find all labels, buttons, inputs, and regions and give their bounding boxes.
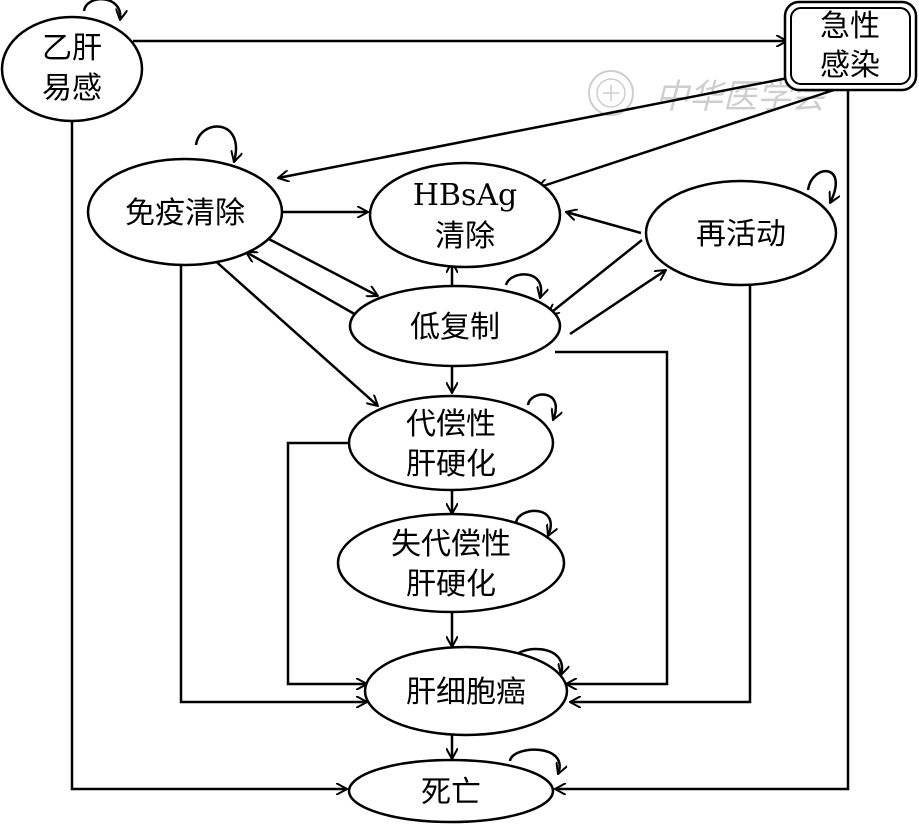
edge-reactivation-to-hbsag bbox=[566, 212, 642, 235]
node-acute-infection: 急性 感染 bbox=[783, 0, 918, 92]
node-low-replication-label: 低复制 bbox=[410, 310, 500, 345]
edge-reactivation-to-lowrep bbox=[548, 239, 643, 315]
node-decompensated-cirrhosis-line1: 失代偿性 bbox=[391, 527, 511, 562]
node-acute-infection-line2: 感染 bbox=[820, 48, 880, 83]
edge-immune-to-hcc bbox=[179, 265, 367, 702]
seal-icon bbox=[588, 70, 634, 116]
node-immune-clearance-label: 免疫清除 bbox=[125, 196, 245, 231]
node-hbv-susceptible: 乙肝 易感 bbox=[0, 15, 144, 123]
edge-acute-to-death bbox=[555, 88, 850, 789]
node-decompensated-cirrhosis: 失代偿性 肝硬化 bbox=[336, 512, 566, 614]
node-reactivation-label: 再活动 bbox=[696, 217, 786, 252]
edge-acute-to-immune bbox=[278, 76, 789, 178]
node-hbsag-clearance: HBsAg 清除 bbox=[368, 161, 562, 269]
edge-reactivation-to-hcc bbox=[570, 285, 752, 702]
edges bbox=[70, 41, 850, 789]
node-hbsag-clearance-line1: HBsAg bbox=[413, 178, 517, 213]
node-compensated-cirrhosis-line1: 代偿性 bbox=[406, 407, 496, 442]
self-loops bbox=[82, 0, 836, 774]
self-loop-immune bbox=[194, 125, 236, 162]
node-compensated-cirrhosis: 代偿性 肝硬化 bbox=[347, 394, 555, 492]
self-loop-death bbox=[508, 748, 560, 774]
self-loop-decompensated bbox=[514, 509, 551, 536]
self-loop-susceptible bbox=[82, 0, 120, 20]
self-loop-lowrep bbox=[504, 273, 541, 298]
edge-lowrep-to-hcc bbox=[555, 350, 669, 684]
edge-lowrep-to-reactivation bbox=[569, 270, 666, 336]
node-acute-infection-line1: 急性 bbox=[820, 9, 880, 44]
edge-immune-to-lowrep bbox=[264, 235, 378, 296]
node-death: 死亡 bbox=[347, 758, 555, 824]
node-hbv-susceptible-line1: 乙肝 bbox=[42, 31, 102, 66]
node-reactivation: 再活动 bbox=[644, 179, 838, 287]
node-hcc: 肝细胞癌 bbox=[363, 645, 569, 737]
node-hbv-susceptible-line2: 易感 bbox=[42, 71, 102, 106]
node-hcc-label: 肝细胞癌 bbox=[406, 675, 526, 710]
node-death-label: 死亡 bbox=[421, 775, 481, 810]
edge-compensated-to-hcc bbox=[286, 441, 367, 684]
edge-lowrep-to-immune bbox=[246, 250, 366, 322]
edge-acute-to-hbsag bbox=[537, 86, 841, 188]
self-loop-compensated bbox=[526, 393, 556, 420]
node-compensated-cirrhosis-line2: 肝硬化 bbox=[406, 447, 496, 482]
node-decompensated-cirrhosis-line2: 肝硬化 bbox=[406, 567, 496, 602]
edge-immune-to-compensated bbox=[211, 257, 378, 406]
node-hbsag-clearance-line2: 清除 bbox=[435, 219, 495, 254]
edge-susceptible-to-death bbox=[70, 117, 347, 789]
node-immune-clearance: 免疫清除 bbox=[86, 157, 284, 267]
self-loop-reactivation bbox=[806, 169, 836, 203]
node-low-replication: 低复制 bbox=[348, 284, 562, 368]
